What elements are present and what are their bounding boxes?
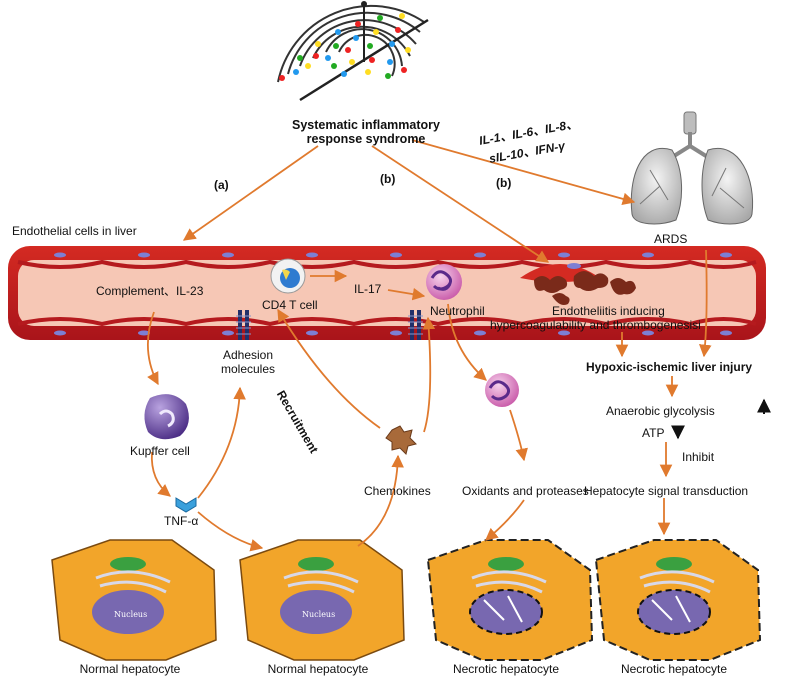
hepatocyte-normal	[239, 539, 405, 661]
complement-label: Complement、IL-23	[96, 284, 204, 298]
arrow-ards-to-injury	[698, 249, 712, 358]
neutrophil-icon	[426, 264, 462, 300]
hepatocyte-normal	[51, 539, 217, 661]
arrow-sirs-to-vessel-a	[182, 145, 319, 241]
neutrophil-label: Neutrophil	[430, 304, 485, 318]
chemokines-label: Chemokines	[364, 484, 431, 498]
arrow-il17-to-neutrophil	[387, 287, 426, 301]
adhesion-label-line2: molecules	[220, 362, 276, 376]
hepatocyte-caption-1: Normal hepatocyte	[79, 662, 181, 676]
kupffer-cell-icon	[144, 394, 189, 440]
oxidants-label: Oxidants and proteases	[462, 484, 589, 498]
path-label-a: (a)	[214, 178, 229, 192]
tnf-label: TNF-α	[164, 514, 199, 528]
arrow-oxidants-to-hepatocyte	[485, 499, 525, 541]
endotheliitis-label-line1: Endotheliitis inducing	[552, 304, 665, 318]
endotheliitis-label-line2: hypercoagulability and thrombogenesisi	[490, 318, 701, 332]
liver-injury-title: Hypoxic-ischemic liver injury	[586, 360, 753, 374]
path-label-b-left: (b)	[380, 172, 396, 186]
cd4-t-cell-icon	[270, 258, 306, 294]
kupffer-label: Kupffer cell	[130, 444, 190, 458]
arrow-sirs-to-endothelium-b	[371, 145, 550, 263]
pathway-arrows	[146, 139, 712, 552]
path-label-b-right: (b)	[496, 176, 512, 190]
nucleus-label: Nucleus	[302, 610, 336, 619]
hepatocyte-necrotic	[594, 539, 762, 661]
sirs-dots	[279, 13, 411, 81]
lungs-icon	[630, 111, 754, 225]
hepatocyte-caption-2: Normal hepatocyte	[267, 662, 369, 676]
il17-label: IL-17	[354, 282, 382, 296]
hepatocyte-caption-3: Necrotic hepatocyte	[452, 662, 560, 676]
arrow-chemokines-to-vessel	[422, 316, 436, 433]
arrow-neutrophil-out	[447, 303, 487, 381]
arrow-hepatocyte-to-chemokines	[357, 454, 404, 547]
arrow-kupffer-to-tnf	[150, 451, 171, 497]
arrow-tnf-to-hepatocyte	[197, 511, 264, 552]
sirs-radar-icon	[277, 1, 429, 102]
cd4-label: CD4 T cell	[262, 298, 318, 312]
tnf-alpha-icon	[175, 497, 197, 513]
vessel-title: Endothelial cells in liver	[12, 224, 137, 238]
arrow-complement-to-kupffer	[146, 311, 159, 386]
adhesion-molecule-icon	[236, 310, 251, 340]
neutrophil-icon	[485, 373, 519, 407]
adhesion-molecule-icon	[408, 310, 423, 340]
arrow-neutrophil-to-oxidants	[509, 409, 528, 462]
nucleus-label: Nucleus	[114, 610, 148, 619]
hepatocyte-caption-4: Necrotic hepatocyte	[620, 662, 728, 676]
arrow-recruitment	[277, 308, 381, 429]
arrow-tnf-to-adhesion	[197, 386, 246, 499]
inhibit-label: Inhibit	[682, 450, 715, 464]
arrow-sirs-to-lungs	[411, 139, 636, 206]
sirs-title-line1: Systematic inflammatory	[292, 118, 440, 132]
ards-label: ARDS	[654, 232, 688, 246]
thrombus-cluster-icon	[534, 271, 636, 305]
chemokine-icon	[385, 425, 417, 455]
glycolysis-label: Anaerobic glycolysis	[606, 404, 715, 418]
sirs-title-line2: response syndrome	[306, 132, 426, 146]
hepatocyte-necrotic	[426, 539, 594, 661]
atp-label: ATP	[642, 426, 665, 440]
adhesion-label-line1: Adhesion	[222, 348, 274, 362]
signal-transduction-label: Hepatocyte signal transduction	[584, 484, 749, 498]
